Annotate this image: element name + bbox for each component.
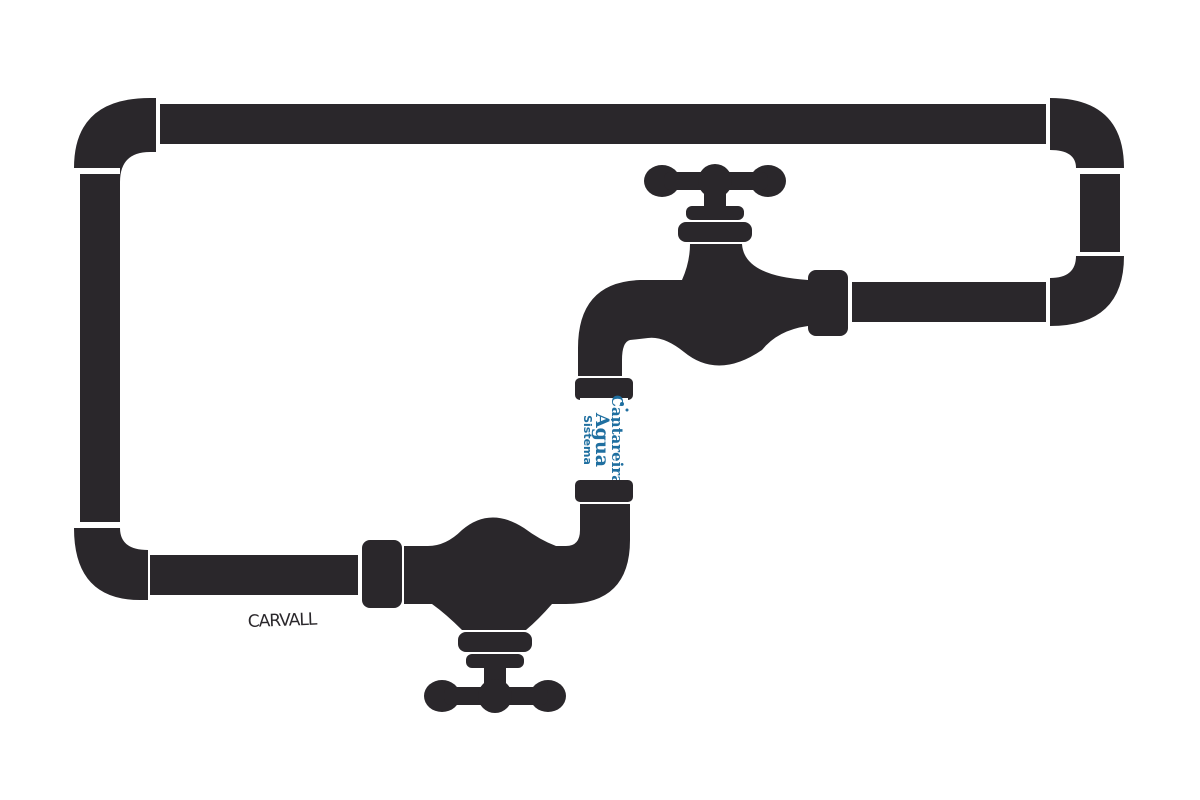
pipe-coupler-bottom [362,540,402,608]
pipe-bottom-left [150,555,358,595]
pipe-label-line-3: Sistema [581,415,594,465]
pipe-label-line-2: Água [591,412,614,467]
top-faucet-handle-hub [698,164,732,198]
pipe-label-line-1: Cantareira [608,395,626,485]
pipe-elbow-bottom-left [74,528,148,600]
top-faucet-nut-1 [686,206,744,220]
top-faucet-body [578,244,808,376]
bottom-faucet-nut-1 [458,632,532,652]
pipe-elbow-top-left [74,98,156,182]
top-faucet-icon [575,164,808,400]
pipe-elbow-top-right [1050,98,1124,168]
water-text-icon: Cantareira Água Sistema [580,395,629,485]
pipe-top [160,104,1046,144]
pipe-elbow-bottom-right [1050,256,1124,326]
bottom-faucet-icon [404,480,633,713]
pipe-loop [74,98,1124,608]
top-pipe-collar [575,378,633,400]
top-faucet-stem [704,190,726,208]
pipe-left [80,174,120,522]
bottom-faucet-handle-hub [478,679,512,713]
bottom-faucet-body [404,504,630,630]
pipe-coupler-right [808,270,848,336]
pipe-right-horizontal [852,282,1046,322]
artist-signature: CARVALL [247,610,318,632]
bottom-pipe-collar [575,480,633,502]
bottom-faucet-nut-2 [466,654,524,668]
top-faucet-nut-2 [678,222,752,242]
pipe-right [1080,174,1120,252]
